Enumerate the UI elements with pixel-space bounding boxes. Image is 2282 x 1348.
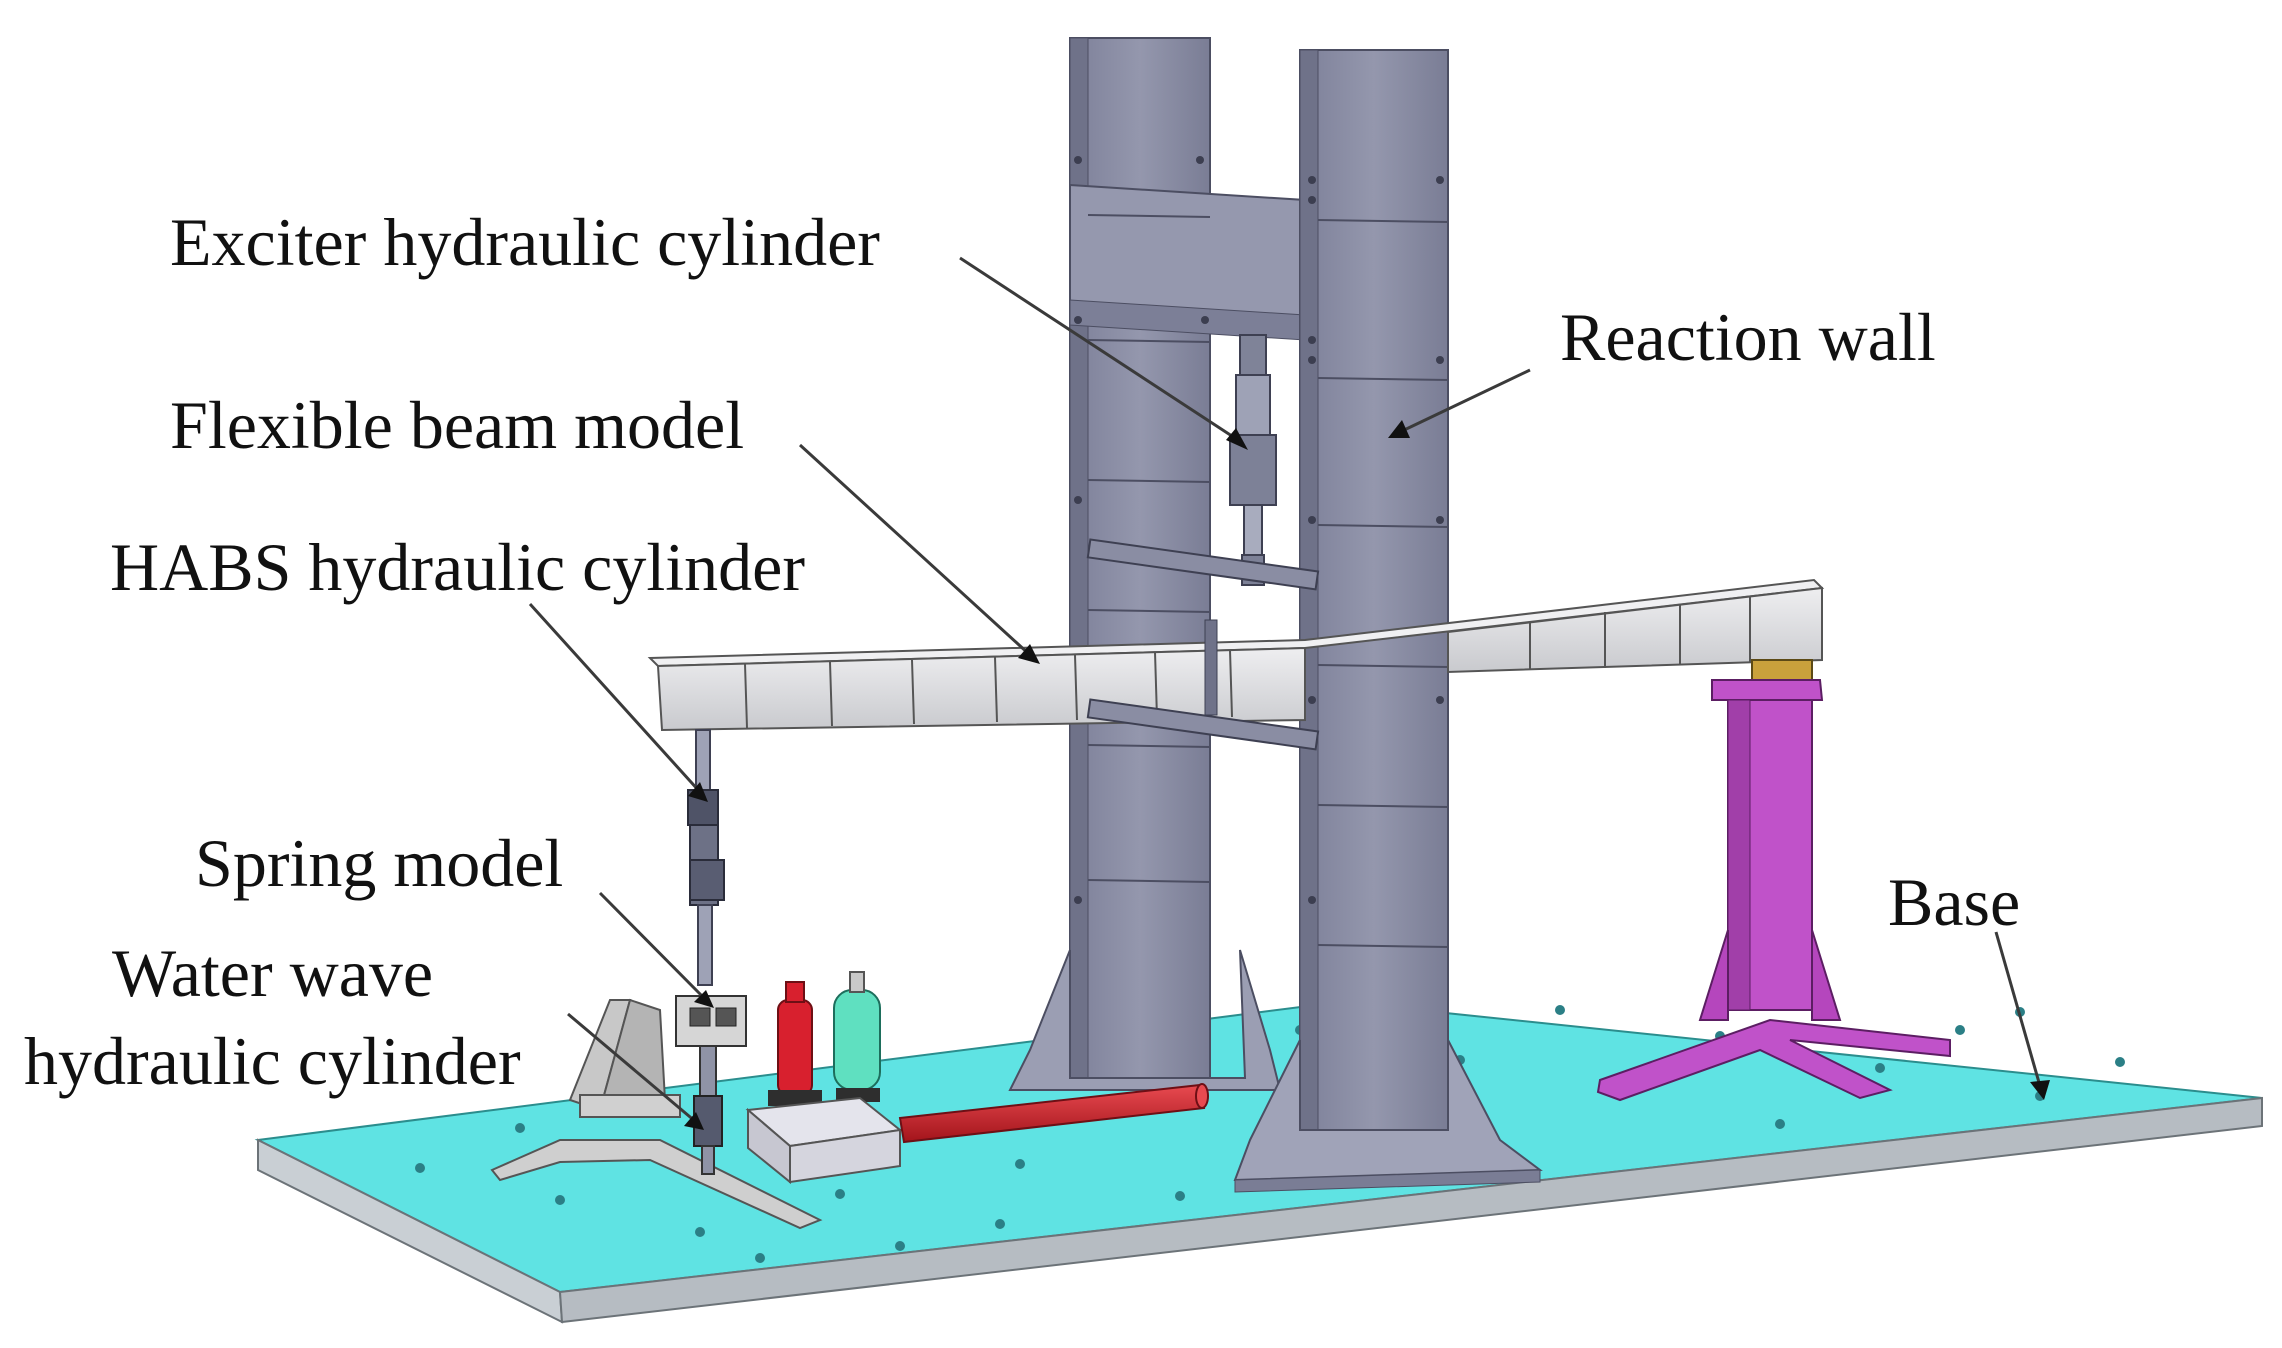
label-spring-model: Spring model (195, 825, 563, 901)
hydraulic-accumulators (768, 971, 881, 1106)
leader-lines (528, 256, 2050, 1130)
arrowhead-exciter (1226, 428, 1248, 450)
support-column (1596, 659, 1951, 1102)
arrowhead-spring (694, 990, 714, 1008)
support-column-base-cross (1596, 1018, 1951, 1102)
spring-stand (490, 998, 823, 1230)
arrowhead-base (2030, 1080, 2050, 1100)
exciter-cylinder (1229, 334, 1277, 586)
label-base: Base (1888, 864, 2020, 940)
leader-exciter (959, 256, 1239, 442)
label-water-wave-line2: hydraulic cylinder (24, 1023, 521, 1099)
leader-habs (528, 602, 702, 794)
accumulator-red (777, 999, 813, 1096)
accumulator-teal (833, 989, 881, 1091)
pump-box (745, 1096, 903, 1185)
arrowhead-flexible-beam (1018, 644, 1040, 664)
beam-lower-clamp (1086, 698, 1320, 751)
label-flexible-beam: Flexible beam model (170, 387, 744, 463)
leader-base (1994, 931, 2042, 1087)
leader-flexible-beam (798, 443, 1032, 657)
hydraulic-pipe-red (898, 1083, 1209, 1144)
arrowhead-reaction-wall (1388, 420, 1410, 438)
arrowhead-habs (688, 782, 708, 802)
arrowhead-water-wave (684, 1112, 704, 1130)
leader-spring (598, 891, 708, 1002)
label-water-wave-line1: Water wave (112, 935, 433, 1011)
label-exciter-cylinder: Exciter hydraulic cylinder (170, 204, 880, 280)
reaction-wall-front-column (1299, 49, 1449, 1131)
habs-cylinder (687, 729, 725, 986)
label-habs-cylinder: HABS hydraulic cylinder (110, 529, 805, 605)
beam-upper-clamp (1086, 538, 1320, 591)
leader-water-wave (567, 1012, 697, 1124)
labels: Exciter hydraulic cylinder Reaction wall… (24, 204, 2020, 1099)
water-wave-cylinder (693, 1045, 723, 1175)
flexible-beam-right-segment (1447, 586, 1823, 674)
reaction-wall-back-foot (1008, 949, 1282, 1091)
base-plate-right-side (558, 1096, 2263, 1324)
leader-reaction-wall (1399, 368, 1531, 434)
label-reaction-wall: Reaction wall (1560, 299, 1936, 375)
flexible-beam (647, 538, 1825, 751)
